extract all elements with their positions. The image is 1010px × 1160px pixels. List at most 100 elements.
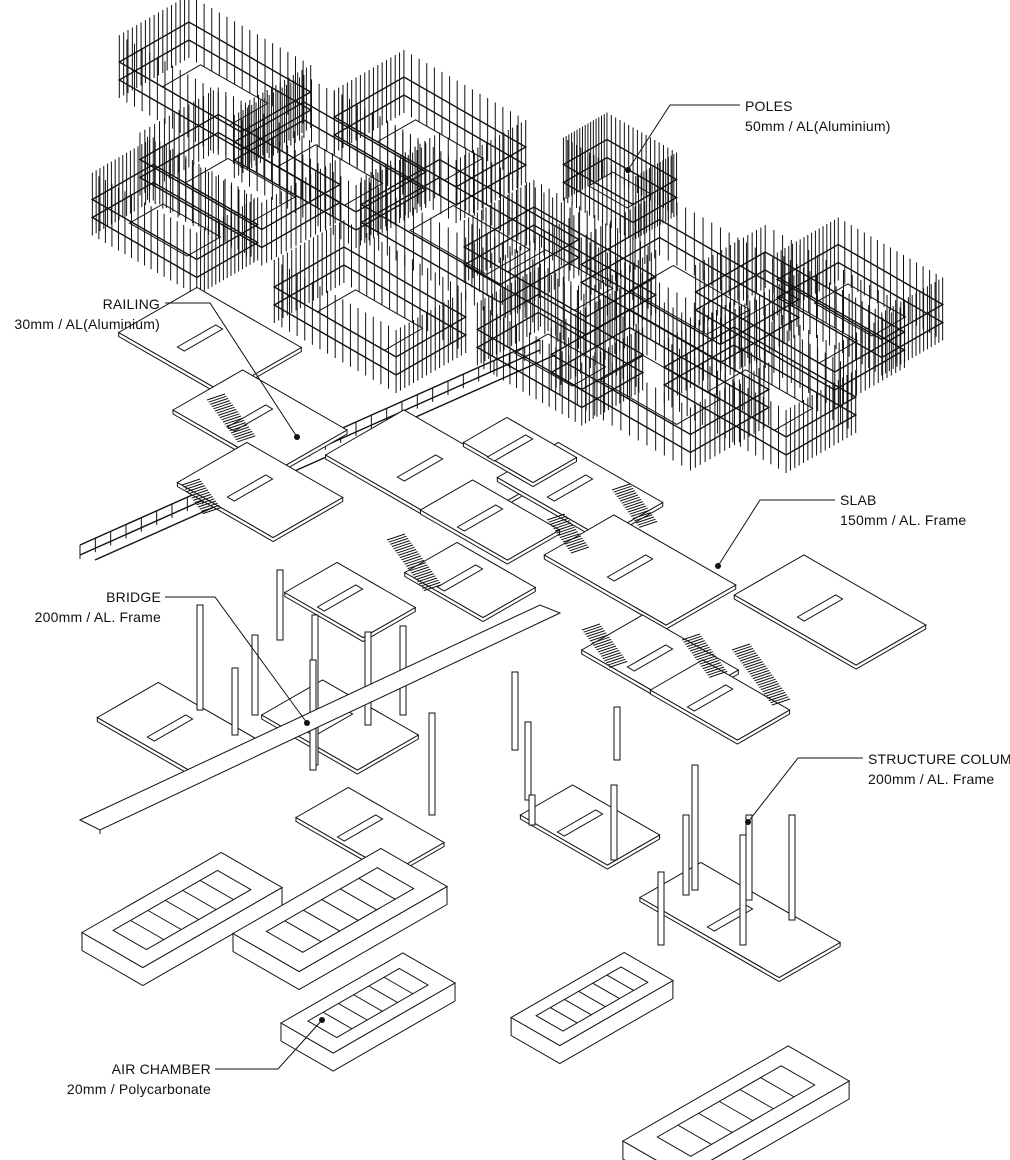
leader-line: [715, 499, 835, 569]
bench: [606, 554, 654, 582]
pole-ring: [90, 163, 260, 261]
bench: [546, 474, 594, 502]
stair-step: [550, 517, 569, 525]
stair: [386, 533, 442, 592]
stair-step: [412, 568, 431, 576]
label-poles: POLES 50mm / AL(Aluminium): [745, 96, 891, 136]
structure-column: [613, 706, 621, 761]
leader-line: [625, 104, 740, 173]
air-chamber-cell: [130, 919, 165, 941]
label-structure-column-name: STRUCTURE COLUMN: [868, 751, 1010, 767]
stair-step: [561, 533, 580, 541]
stair-step: [699, 657, 718, 665]
stair-step: [629, 507, 648, 515]
pole-ring-inner: [813, 283, 907, 337]
stair-step: [564, 537, 583, 545]
air-chamber-cell: [284, 920, 322, 943]
leader-line: [215, 1017, 325, 1070]
bench: [626, 644, 674, 672]
stair-step: [570, 546, 590, 554]
stair-step: [396, 546, 415, 554]
stair-step: [589, 634, 609, 642]
stair-step: [386, 533, 406, 541]
air-chamber-cell: [340, 888, 377, 911]
label-railing: RAILING 30mm / AL(Aluminium): [0, 294, 160, 334]
stair-step: [760, 683, 779, 691]
pole-group: [662, 300, 858, 473]
stair-step: [206, 393, 226, 401]
stair: [611, 483, 658, 528]
pole-group: [272, 220, 468, 393]
air-chamber-cell: [578, 990, 606, 1008]
stair-step: [562, 535, 582, 543]
pole-ring-inner: [599, 355, 721, 425]
stair-step: [185, 482, 204, 490]
stair-step: [596, 643, 615, 651]
label-bridge-spec: 200mm / AL. Frame: [34, 609, 161, 625]
air-chamber-cell: [322, 1011, 353, 1030]
stair-step: [196, 498, 215, 506]
stair-step: [770, 696, 789, 704]
bench: [486, 434, 534, 462]
leader-line: [745, 757, 863, 825]
label-air-chamber: AIR CHAMBER 20mm / Polycarbonate: [0, 1059, 211, 1099]
stair-step: [702, 662, 721, 670]
air-chamber-cell: [147, 909, 182, 931]
stair-step: [768, 694, 787, 702]
leader-line: [165, 302, 300, 440]
stair-step: [627, 505, 647, 513]
stair-step: [234, 430, 253, 438]
structure-column: [657, 871, 665, 946]
stair: [546, 513, 590, 554]
stair-step: [417, 575, 436, 583]
stair-step: [581, 623, 601, 631]
stair-step: [709, 670, 728, 678]
air-chamber-cell: [353, 994, 383, 1012]
stair-step: [743, 658, 762, 666]
stair-step: [681, 633, 701, 641]
stair-step: [566, 539, 585, 547]
stair-step: [604, 654, 623, 662]
structure-column: [524, 721, 532, 801]
stair-step: [689, 644, 709, 652]
leader-dot: [319, 1017, 325, 1023]
structure-column: [739, 834, 747, 946]
stair-step: [685, 637, 704, 645]
stair-step: [229, 424, 248, 432]
stair-step: [749, 667, 768, 675]
structure-column: [745, 814, 753, 901]
leader-path: [165, 302, 298, 438]
stair-step: [226, 419, 245, 427]
stair-step: [613, 485, 632, 493]
stair-step: [402, 555, 422, 563]
stair-step: [621, 496, 640, 504]
stair-step: [585, 627, 604, 635]
stair-step: [733, 645, 752, 653]
bench: [556, 809, 604, 837]
stair-step: [599, 647, 618, 655]
label-poles-name: POLES: [745, 98, 793, 114]
leader-dot: [745, 819, 751, 825]
stair: [206, 393, 256, 443]
stair-step: [701, 659, 720, 667]
stair-step: [391, 540, 410, 548]
air-chamber-cell: [182, 889, 217, 911]
stair: [181, 478, 221, 515]
bench: [456, 504, 504, 532]
stair-step: [762, 685, 781, 693]
stair-step: [199, 502, 218, 510]
stair-step: [619, 494, 639, 502]
stair-step: [237, 435, 256, 443]
stair-step: [218, 408, 237, 416]
stair-step: [686, 640, 705, 648]
pole-ring-inner: [587, 171, 653, 209]
stair-step: [763, 687, 783, 695]
stair-step: [221, 413, 240, 421]
stair-step: [399, 551, 418, 559]
label-air-chamber-spec: 20mm / Polycarbonate: [66, 1081, 211, 1097]
stair-step: [211, 400, 230, 408]
stair-step: [639, 520, 658, 528]
slab: [462, 416, 578, 488]
slab: [649, 659, 791, 745]
